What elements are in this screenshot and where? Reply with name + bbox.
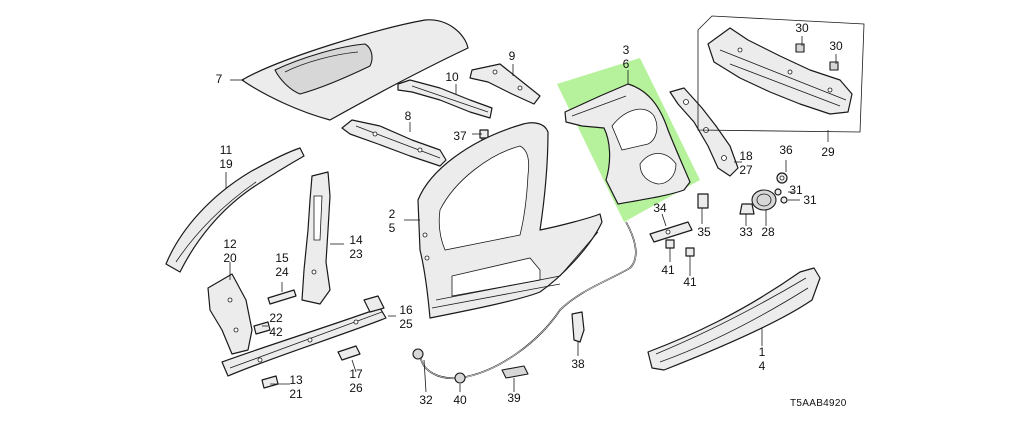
front-pillar-lower (207, 273, 253, 355)
rear-panel-box (697, 15, 865, 133)
callout-26: 26 (349, 381, 363, 395)
roof-side-rail (165, 147, 305, 273)
roof-cross-member-rear (397, 79, 493, 119)
callout-6: 6 (622, 57, 630, 71)
callout-16: 16 (399, 303, 413, 317)
leader-lines (225, 36, 837, 393)
callout-42: 42 (269, 325, 283, 339)
callout-9: 9 (508, 49, 516, 63)
callout-17: 17 (349, 367, 363, 381)
body-side-outer-panel (417, 122, 603, 319)
roof-rail-bracket (469, 63, 541, 105)
callout-18: 18 (739, 149, 753, 163)
callout-31b: 31 (803, 193, 817, 207)
roof-cross-member-front (341, 119, 447, 167)
callout-10: 10 (445, 70, 459, 84)
callout-15: 15 (275, 251, 289, 265)
callout-13: 13 (289, 373, 303, 387)
callout-34: 34 (653, 201, 667, 215)
clip-33 (739, 203, 755, 215)
callout-2: 2 (388, 207, 396, 221)
callout-37: 37 (453, 129, 467, 143)
clip-31 (774, 188, 788, 204)
callout-7: 7 (215, 72, 223, 86)
fuel-opener-cable (412, 221, 637, 384)
clip-35 (697, 193, 709, 209)
bracket-17 (337, 345, 361, 361)
fuel-lid (751, 189, 777, 211)
callout-28: 28 (761, 225, 775, 239)
callout-23: 23 (349, 247, 363, 261)
callout-32: 32 (419, 393, 433, 407)
center-pillar (301, 171, 331, 305)
callout-35: 35 (697, 225, 711, 239)
bracket-15 (267, 289, 297, 305)
callout-39: 39 (507, 391, 521, 405)
roof-panel (241, 19, 469, 121)
callout-31a: 31 (789, 183, 803, 197)
callout-41b: 41 (683, 275, 697, 289)
bolt-36 (776, 172, 788, 184)
side-sill-inner (221, 307, 387, 377)
callout-40: 40 (453, 393, 467, 407)
callout-29: 29 (821, 145, 835, 159)
callout-33: 33 (739, 225, 753, 239)
callout-24: 24 (275, 265, 289, 279)
callout-12: 12 (223, 237, 237, 251)
callout-27: 27 (739, 163, 753, 177)
diagram-code: T5AAB4920 (790, 398, 847, 409)
callout-1: 1 (758, 345, 766, 359)
callout-36: 36 (779, 143, 793, 157)
callout-19: 19 (219, 157, 233, 171)
clip-22 (253, 321, 271, 335)
clip-13 (261, 375, 279, 389)
callout-30b: 30 (829, 39, 843, 53)
pad-39 (501, 365, 529, 379)
bracket-38 (571, 311, 585, 343)
callout-20: 20 (223, 251, 237, 265)
callout-21: 21 (289, 387, 303, 401)
callout-14: 14 (349, 233, 363, 247)
callout-3: 3 (622, 43, 630, 57)
callout-8: 8 (404, 109, 412, 123)
callout-22: 22 (269, 311, 283, 325)
callout-5: 5 (388, 221, 396, 235)
side-sill-outer (647, 267, 821, 371)
callout-38: 38 (571, 357, 585, 371)
rear-quarter-panel (564, 83, 691, 205)
callout-30a: 30 (795, 21, 809, 35)
callout-41a: 41 (661, 263, 675, 277)
callout-4: 4 (758, 359, 766, 373)
sill-end-bracket (363, 295, 385, 313)
callout-25: 25 (399, 317, 413, 331)
bracket-34 (649, 221, 693, 243)
callout-11: 11 (219, 143, 233, 157)
